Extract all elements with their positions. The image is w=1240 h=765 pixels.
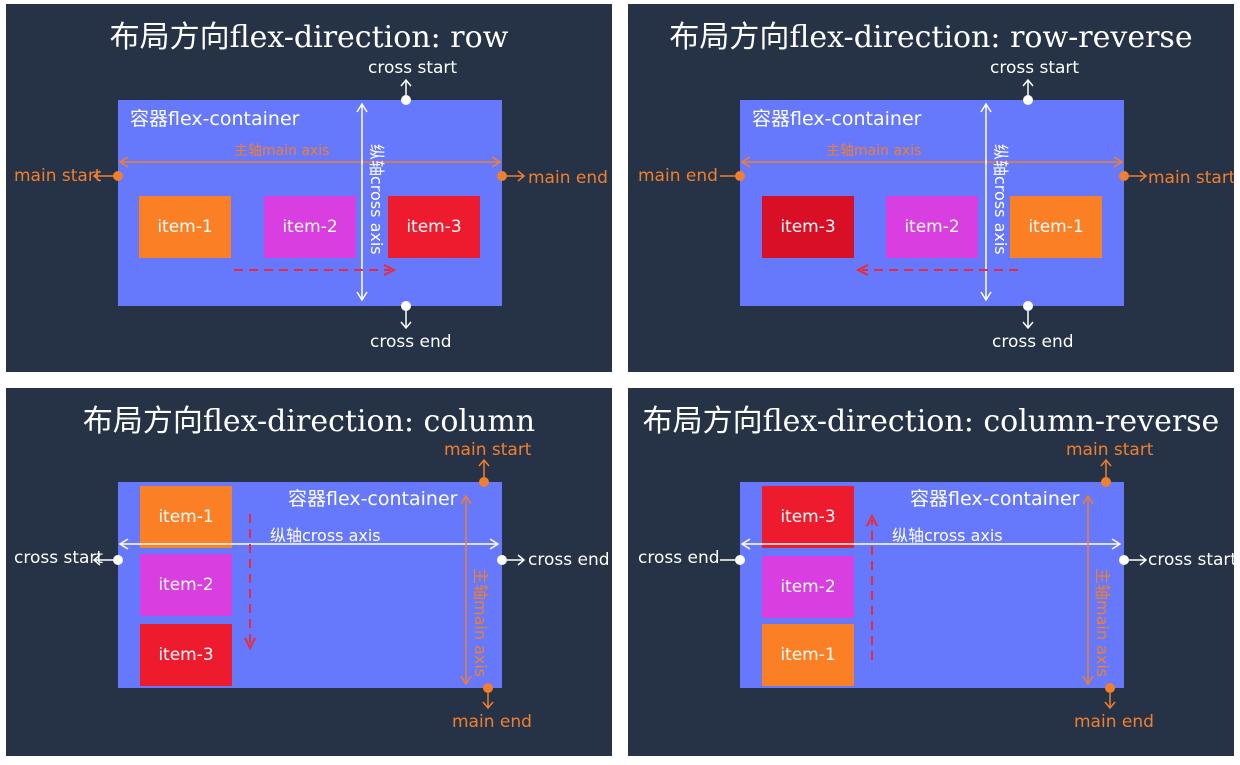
main-start-label: main start <box>444 440 532 460</box>
main-end-label: main end <box>1074 712 1154 732</box>
cross-axis-label: 纵轴cross axis <box>991 144 1010 255</box>
panel-row-reverse: 布局方向flex-direction: row-reverse 容器flex-c… <box>628 4 1234 372</box>
container-label: 容器flex-container <box>752 108 922 130</box>
container-label: 容器flex-container <box>288 488 458 510</box>
panel-column-reverse: 布局方向flex-direction: column-reverse 容器fle… <box>628 388 1234 756</box>
main-axis-label: 主轴main axis <box>826 143 922 159</box>
main-start-label: main start <box>1066 440 1154 460</box>
cross-end-label: cross end <box>528 550 610 570</box>
flex-item: item-2 <box>886 196 978 258</box>
cross-end-label: cross end <box>992 332 1074 352</box>
cross-start-label: cross start <box>368 58 458 78</box>
cross-start-label: cross start <box>990 58 1080 78</box>
panel-column: 布局方向flex-direction: column 容器flex-contai… <box>6 388 612 756</box>
cross-axis-label: 纵轴cross axis <box>367 144 386 255</box>
cross-start-label: cross start <box>1148 550 1234 570</box>
cross-start-label: cross start <box>14 548 104 568</box>
main-axis-label: 主轴main axis <box>1093 568 1112 678</box>
flex-item: item-1 <box>762 624 854 686</box>
flex-item: item-3 <box>388 196 480 258</box>
main-axis-label: 主轴main axis <box>234 143 330 159</box>
panel-title: 布局方向flex-direction: row-reverse <box>669 20 1193 55</box>
panel-row: 布局方向flex-direction: row 容器flex-container… <box>6 4 612 372</box>
axis-arrows <box>92 458 526 710</box>
cross-axis-label: 纵轴cross axis <box>270 526 381 545</box>
main-start-label: main start <box>1148 168 1234 188</box>
cross-axis-label: 纵轴cross axis <box>892 526 1003 545</box>
axis-arrows <box>92 78 526 330</box>
main-end-label: main end <box>638 166 718 186</box>
main-end-label: main end <box>452 712 532 732</box>
flex-item: item-3 <box>762 196 854 258</box>
main-start-label: main start <box>14 166 102 186</box>
panel-title: 布局方向flex-direction: row <box>109 20 509 55</box>
flex-item: item-2 <box>264 196 356 258</box>
main-end-label: main end <box>528 168 608 188</box>
flex-item: item-1 <box>1010 196 1102 258</box>
flex-item: item-2 <box>762 556 854 618</box>
flex-item: item-2 <box>140 554 232 616</box>
flex-item: item-3 <box>762 486 854 548</box>
panel-title: 布局方向flex-direction: column-reverse <box>642 404 1220 439</box>
container-label: 容器flex-container <box>130 108 300 130</box>
cross-end-label: cross end <box>638 548 720 568</box>
flex-item: item-1 <box>139 196 231 258</box>
flex-item: item-3 <box>140 624 232 686</box>
axis-arrows <box>720 458 1148 710</box>
axis-arrows <box>720 78 1148 330</box>
main-axis-label: 主轴main axis <box>471 568 490 678</box>
cross-end-label: cross end <box>370 332 452 352</box>
flex-item: item-1 <box>140 486 232 548</box>
panel-title: 布局方向flex-direction: column <box>82 404 536 439</box>
container-label: 容器flex-container <box>910 488 1080 510</box>
